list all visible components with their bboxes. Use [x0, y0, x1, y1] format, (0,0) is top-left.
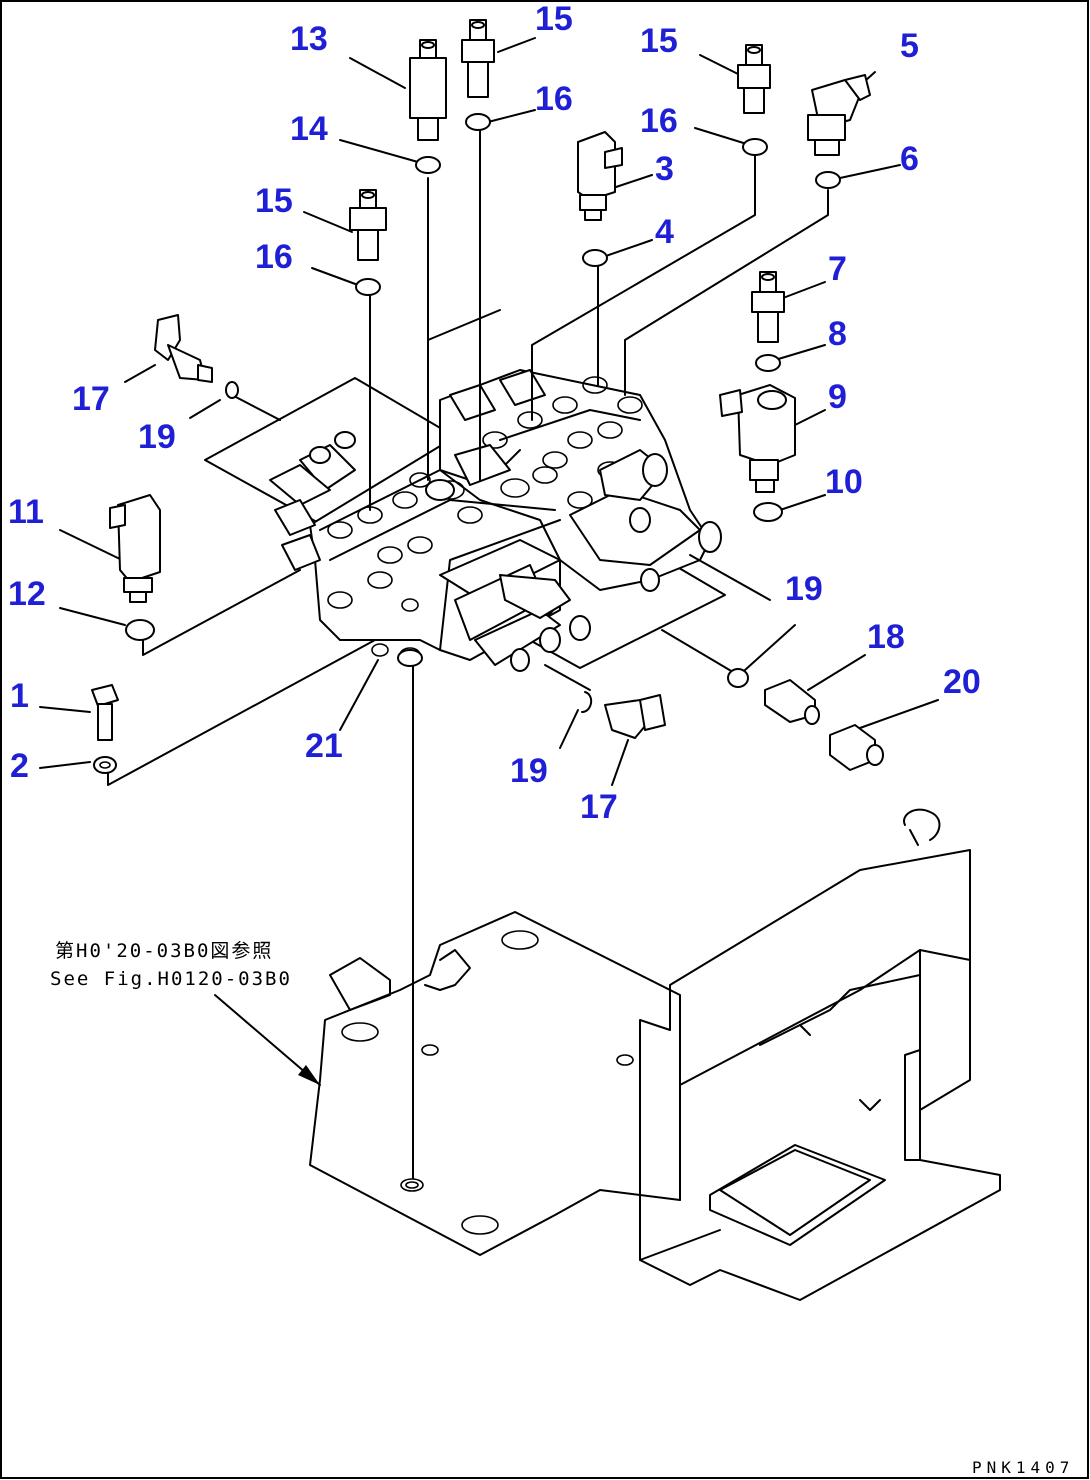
callout-11: 11: [8, 493, 44, 531]
control-valve-assembly: [204, 369, 726, 672]
callout-19-right: 19: [785, 570, 823, 608]
reference-arrow: [214, 994, 321, 1086]
part-9-fitting: [719, 384, 796, 493]
part-2-washer: [93, 756, 117, 774]
part-20-cap: [829, 724, 884, 771]
part-8-o-ring: [755, 354, 781, 372]
part-21-washer: [397, 649, 423, 667]
part-15-plug-right: [737, 44, 771, 114]
part-6-o-ring: [815, 171, 841, 189]
part-18-fitting: [764, 679, 820, 725]
callout-16-top: 16: [535, 80, 573, 118]
callout-17-left: 17: [72, 380, 110, 418]
callout-8: 8: [828, 315, 847, 353]
callout-4: 4: [655, 213, 674, 251]
callout-3: 3: [655, 150, 674, 188]
leader-lines: [39, 37, 939, 1179]
part-1-bolt: [91, 684, 119, 741]
part-17-elbow-right: [604, 694, 666, 739]
callout-17-right: 17: [580, 788, 618, 826]
part-16-o-ring-left: [355, 278, 381, 296]
callout-13: 13: [290, 20, 328, 58]
part-7-plug: [751, 271, 785, 343]
part-3-pressure-switch: [577, 131, 623, 221]
callout-15-right: 15: [640, 22, 678, 60]
part-15-plug-left: [349, 189, 387, 261]
callout-16-right: 16: [640, 102, 678, 140]
part-5-elbow: [807, 74, 871, 156]
part-14-o-ring: [415, 156, 441, 174]
callout-18: 18: [867, 618, 905, 656]
callout-19-left: 19: [138, 418, 176, 456]
mounting-bracket: [309, 808, 1001, 1301]
part-19-o-ring-bottom: [581, 691, 593, 713]
callout-9: 9: [828, 378, 847, 416]
drawing-id: PNK1407: [972, 1458, 1074, 1477]
reference-note-en: See Fig.H0120-03B0: [50, 968, 292, 990]
callout-14: 14: [290, 110, 328, 148]
part-12-o-ring: [125, 619, 155, 641]
small-parts: [91, 19, 884, 774]
part-13-sensor: [409, 39, 447, 141]
callout-16-left: 16: [255, 238, 293, 276]
part-10-o-ring: [753, 502, 783, 522]
part-4-o-ring: [582, 249, 608, 267]
callout-7: 7: [828, 250, 847, 288]
part-16-o-ring-right: [742, 138, 768, 156]
callout-21: 21: [305, 727, 343, 765]
callout-12: 12: [8, 575, 46, 613]
part-11-pressure-switch: [109, 494, 161, 603]
callout-1: 1: [10, 677, 29, 715]
reference-note-jp: 第H0'20-03B0図参照: [55, 940, 273, 962]
callout-15-top: 15: [535, 0, 573, 38]
callout-15-left: 15: [255, 182, 293, 220]
part-19-o-ring-right: [727, 668, 749, 688]
callout-19-bottom: 19: [510, 752, 548, 790]
part-19-o-ring-left: [225, 381, 239, 399]
part-17-elbow-left: [154, 314, 213, 383]
callout-10: 10: [825, 463, 863, 501]
callout-20: 20: [943, 663, 981, 701]
part-16-o-ring-top: [465, 113, 491, 131]
part-15-plug-top: [461, 19, 495, 98]
callouts: 13 15 15 5 14 16 16 3 6 15 4 16 7 8 17 9…: [8, 0, 981, 826]
callout-6: 6: [900, 140, 919, 178]
callout-2: 2: [10, 747, 29, 785]
callout-5: 5: [900, 27, 919, 65]
